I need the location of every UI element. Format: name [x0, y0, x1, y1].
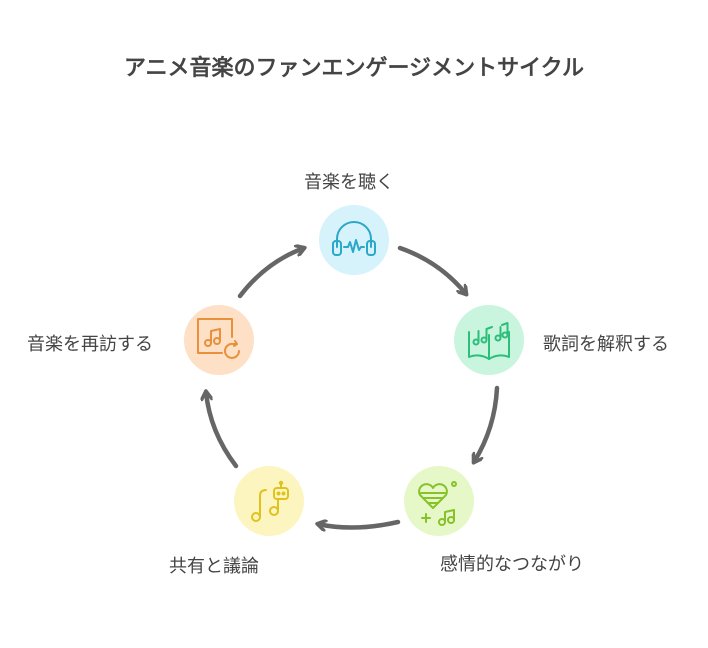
- music-bot-icon: [251, 480, 289, 522]
- music-replay-icon: [197, 318, 240, 359]
- arrow-listen-to-lyrics: [397, 245, 466, 294]
- label-share-discuss: 共有と議論: [169, 556, 259, 577]
- node-share-discuss: [234, 466, 304, 536]
- headphones-icon: [332, 221, 376, 256]
- label-listen: 音楽を聴く: [304, 172, 394, 193]
- node-emotional-connection: [404, 466, 474, 536]
- diagram-title: アニメ音楽のファンエンゲージメントサイクル: [123, 56, 585, 81]
- arrow-emotion-to-share: [318, 522, 401, 528]
- label-emotional-connection: 感情的なつながり: [440, 554, 590, 576]
- arrow-revisit-to-listen: [237, 248, 304, 299]
- node-interpret-lyrics: [454, 305, 524, 375]
- arrow-share-to-revisit: [206, 392, 239, 469]
- label-emotional-connection-text: 感情的なつながり: [440, 554, 584, 575]
- heart-music-icon: [418, 481, 457, 526]
- node-listen: [319, 205, 389, 275]
- music-book-icon: [468, 322, 510, 360]
- label-interpret-lyrics: 歌詞を解釈する: [543, 334, 669, 355]
- arrow-lyrics-to-emotion: [474, 385, 500, 462]
- label-revisit-music: 音楽を再訪する: [27, 334, 153, 355]
- node-revisit-music: [184, 305, 254, 375]
